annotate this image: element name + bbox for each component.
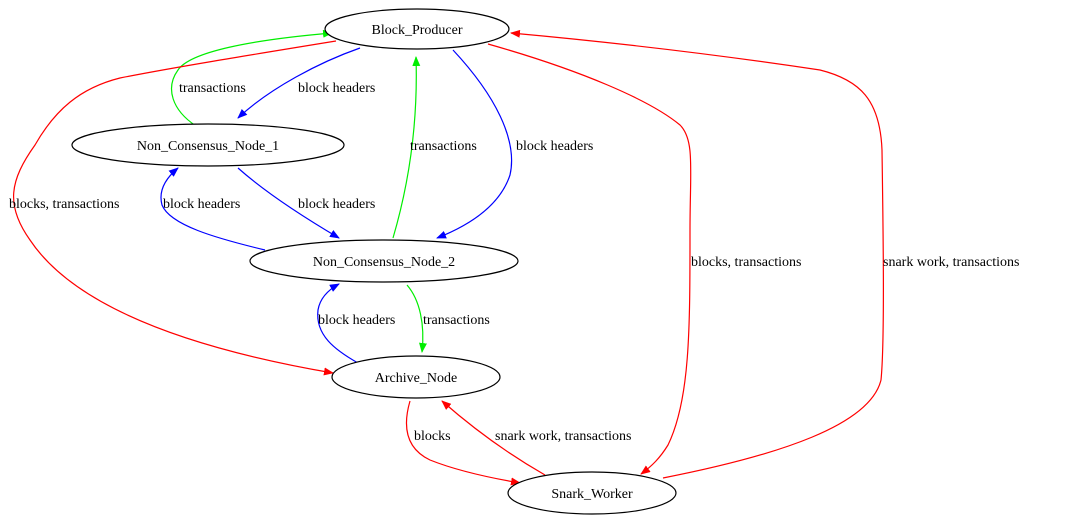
edge-label: block headers xyxy=(298,197,375,212)
node-snark-worker[interactable]: Snark_Worker xyxy=(507,471,677,515)
edge-bp-to-archive: blocks, transactions xyxy=(9,40,337,376)
edge-bp-to-ncn2: block headers xyxy=(436,49,593,239)
node-label: Non_Consensus_Node_1 xyxy=(137,139,279,154)
edge-label: snark work, transactions xyxy=(495,429,631,444)
edge-ncn2-to-ncn1: block headers xyxy=(160,167,266,251)
edge-ncn1-to-ncn2: block headers xyxy=(237,167,375,239)
node-label: Archive_Node xyxy=(375,371,457,386)
edge-snark-to-archive: snark work, transactions xyxy=(441,400,631,476)
edge-bp-to-ncn1: block headers xyxy=(237,47,375,119)
node-non-consensus-node-1[interactable]: Non_Consensus_Node_1 xyxy=(71,123,345,167)
edge-label: blocks, transactions xyxy=(9,197,119,212)
edge-archive-to-snark: blocks xyxy=(405,400,521,486)
node-label: Block_Producer xyxy=(372,23,463,38)
edge-snark-to-bp: snark work, transactions xyxy=(510,29,1019,479)
edge-ncn2-to-archive: transactions xyxy=(406,284,490,353)
edge-label: block headers xyxy=(318,313,395,328)
edge-label: snark work, transactions xyxy=(883,255,1019,270)
edge-ncn1-to-bp: transactions xyxy=(170,29,333,127)
edge-label: blocks xyxy=(414,429,451,444)
edge-label: transactions xyxy=(410,139,477,154)
edge-label: transactions xyxy=(423,313,490,328)
edge-label: transactions xyxy=(179,81,246,96)
node-non-consensus-node-2[interactable]: Non_Consensus_Node_2 xyxy=(249,239,519,283)
node-archive-node[interactable]: Archive_Node xyxy=(331,355,501,399)
edge-label: block headers xyxy=(298,81,375,96)
node-label: Non_Consensus_Node_2 xyxy=(313,255,455,270)
node-block-producer[interactable]: Block_Producer xyxy=(324,8,510,50)
edge-ncn2-to-bp: transactions xyxy=(392,56,477,239)
edge-archive-to-ncn2: block headers xyxy=(317,283,395,364)
edge-label: block headers xyxy=(163,197,240,212)
edge-bp-to-snark: blocks, transactions xyxy=(487,43,801,475)
edge-label: block headers xyxy=(516,139,593,154)
edge-label: blocks, transactions xyxy=(691,255,801,270)
node-label: Snark_Worker xyxy=(551,487,633,502)
